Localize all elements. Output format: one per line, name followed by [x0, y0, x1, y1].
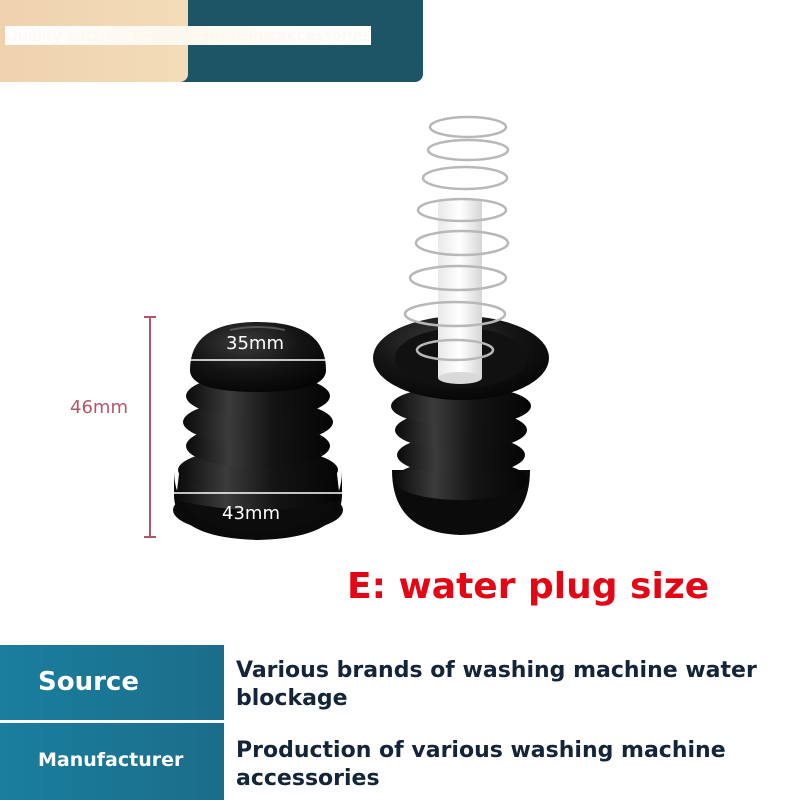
manufacturer-value-cell: [227, 723, 800, 800]
info-table: Source Various brands of washing machine…: [0, 645, 800, 800]
manufacturer-value: Production of various washing machine ac…: [236, 738, 726, 791]
source-label: Source: [38, 667, 139, 697]
top-banner: Quality such as washing machine accessor…: [0, 0, 423, 82]
source-value-cell: [227, 645, 800, 720]
bottom-diameter-label: 43mm: [222, 503, 280, 524]
source-value: Various brands of washing machine water …: [236, 658, 757, 711]
height-dimension-line: [144, 316, 156, 538]
product-caption: E: water plug size: [347, 566, 710, 607]
banner-text: Quality such as washing machine accessor…: [5, 26, 371, 45]
product-illustration: [144, 115, 549, 540]
product-photo: 46mm 35mm 43mm: [0, 82, 800, 642]
manufacturer-label: Manufacturer: [38, 749, 184, 771]
left-plug: [172, 322, 344, 540]
right-plug-with-spring: [373, 115, 549, 535]
height-dimension-label: 46mm: [70, 397, 128, 418]
top-diameter-label: 35mm: [226, 333, 284, 354]
row-divider: [0, 720, 800, 723]
